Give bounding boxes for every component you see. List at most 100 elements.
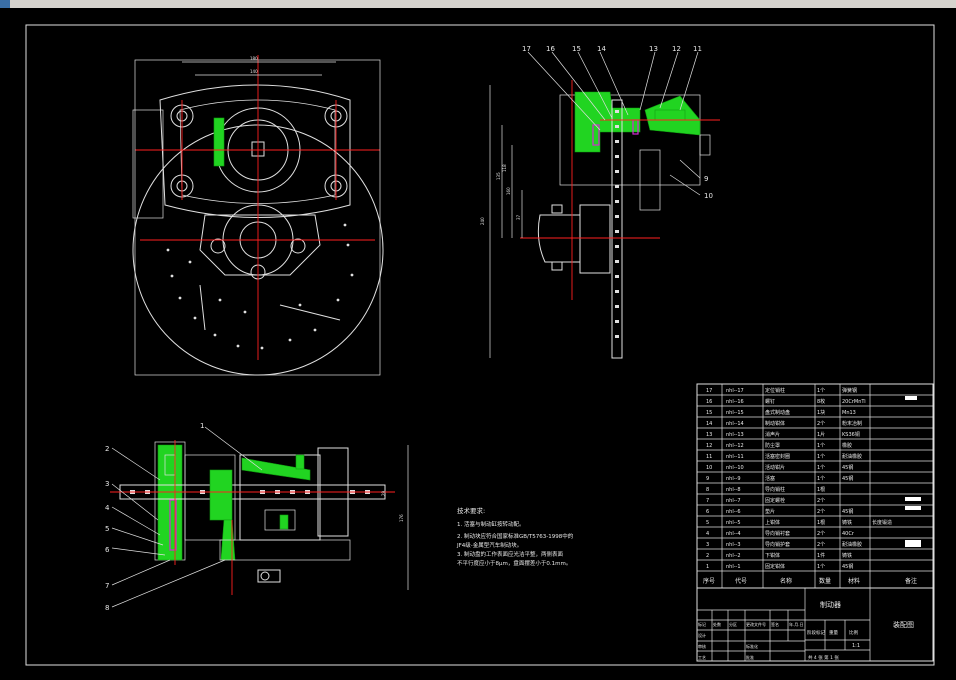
bom-cell: 8枚 [817, 398, 825, 405]
bom-cell: 制动钳体 [765, 420, 785, 427]
dim-text: 180 [250, 56, 258, 61]
bom-cell: 导向销柱 [765, 486, 785, 493]
bom-cell: nhl--5 [726, 520, 741, 526]
part-balloon: 4 [105, 504, 110, 512]
bom-cell: 耐油橡胶 [842, 541, 862, 548]
bom-cell: 盘式制动盘 [765, 409, 790, 416]
bom-cell: 导向销护套 [765, 541, 790, 548]
tech-note-line: JF4级-金属型汽车制动块。 [456, 541, 522, 549]
bom-header-cell: 备注 [905, 577, 917, 585]
bom-cell: 长度锻造 [872, 519, 892, 526]
bom-cell: nhl--3 [726, 542, 741, 548]
bom-cell: 2个 [817, 498, 825, 504]
scale-header: 比例 [849, 629, 858, 636]
bom-cell: 45钢 [842, 475, 853, 482]
bom-cell: nhl--11 [726, 454, 744, 460]
bom-cell: 14 [706, 421, 712, 427]
part-name: 制动器 [820, 600, 841, 609]
dim-text: 160 [506, 187, 511, 195]
bom-cell: 4 [706, 531, 709, 537]
bom-cell: KS36铜 [842, 431, 860, 438]
bom-note-mark [905, 540, 921, 547]
part-balloon: 9 [704, 175, 708, 183]
bom-note-mark [905, 497, 921, 501]
bom-cell: 活动钳片 [765, 464, 785, 471]
bom-cell: nhl--17 [726, 388, 744, 394]
part-balloon: 12 [672, 45, 681, 53]
dim-text: 135 [496, 172, 501, 180]
dim-text: 140 [250, 69, 258, 74]
technical-requirements: 技术要求: 1. 活塞与制动缸按转动配。 2. 制动块应符合国家标准GB/T57… [456, 506, 574, 567]
bom-cell: 9 [706, 476, 709, 482]
bom-cell: 16 [706, 399, 712, 405]
dim-text: 240 [480, 217, 485, 225]
bom-header-cell: 代号 [735, 577, 747, 585]
window-title-strip [0, 0, 956, 8]
rev-header: 标记 [698, 621, 706, 627]
bom-cell: nhl--9 [726, 476, 741, 482]
bom-cell: 8 [706, 487, 709, 493]
dim-text: 37 [516, 214, 521, 220]
title-block[interactable]: 制动器 装配图 阶段标记 重量 比例 1:1 共 4 张 第 1 张 标记 处数… [696, 587, 934, 662]
tech-note-line: 不平行度应小于8μm，盘面摆差小于0.1mm。 [457, 559, 571, 567]
bom-cell: 45钢 [842, 464, 853, 471]
tech-note-line: 2. 制动块应符合国家标准GB/T5763-1998中的 [457, 532, 574, 540]
rev-header: 处数 [713, 621, 721, 627]
bom-cell: 2个 [817, 421, 825, 427]
caliper-hatch [213, 117, 225, 167]
role-label: 工艺 [698, 655, 706, 660]
part-balloon: 2 [105, 445, 109, 453]
bom-cell: 1个 [817, 388, 825, 394]
bom-cell: nhl--16 [726, 399, 744, 405]
part-balloon: 7 [105, 582, 109, 590]
part-balloon: 13 [649, 45, 658, 53]
paper-area [8, 8, 954, 680]
bom-cell: nhl--8 [726, 487, 741, 493]
bom-cell: 17 [706, 388, 712, 394]
bom-cell: 1片 [817, 431, 825, 438]
bom-cell: nhl--6 [726, 509, 741, 515]
bom-cell: 2个 [817, 531, 825, 537]
bom-cell: 铸铁 [842, 552, 852, 559]
bom-header-cell: 数量 [819, 577, 831, 585]
bom-cell: 固定钳体 [765, 563, 785, 570]
dim-text: 118 [502, 164, 507, 172]
bom-cell: 6 [706, 509, 709, 515]
bom-cell: 1根 [817, 519, 825, 526]
bom-cell: 40Cr [842, 531, 855, 537]
bom-note-mark [905, 396, 917, 400]
bom-cell: 螺钉 [765, 398, 775, 405]
role-label: 批准 [746, 654, 754, 660]
bom-cell: 耐油橡胶 [842, 453, 862, 460]
bom-cell: 铸铁 [842, 519, 852, 526]
bom-cell: 1根 [817, 486, 825, 493]
part-balloon: 17 [522, 45, 531, 53]
bom-cell: Mn13 [842, 410, 856, 416]
part-balloon: 5 [105, 525, 109, 533]
bom-cell: 粉末冶制 [842, 420, 862, 427]
disc-section [611, 99, 623, 359]
bom-cell: 固定螺栓 [765, 497, 785, 504]
part-balloon: 15 [572, 45, 581, 53]
bom-cell: 45钢 [842, 508, 853, 515]
bom-note-mark [905, 506, 921, 510]
part-balloon: 8 [105, 604, 109, 612]
bom-cell: 活塞密封圈 [765, 453, 790, 460]
role-label: 审核 [698, 643, 706, 649]
bom-cell: 1个 [817, 465, 825, 471]
bom-cell: 10 [706, 465, 712, 471]
bom-header-cell: 序号 [703, 577, 715, 585]
role-label: 设计 [698, 632, 706, 638]
bom-cell: 15 [706, 410, 712, 416]
drawing-border [25, 24, 935, 666]
section-view: 176 29 1 2 3 4 5 6 7 8 [105, 422, 409, 612]
bom-cell: 1 [706, 564, 709, 570]
tech-notes-title: 技术要求: [457, 506, 485, 515]
drawing-type: 装配图 [893, 620, 914, 629]
bom-cell: 2 [706, 553, 709, 559]
dim-text: 29 [381, 490, 386, 496]
bom-cell: 1个 [817, 476, 825, 482]
